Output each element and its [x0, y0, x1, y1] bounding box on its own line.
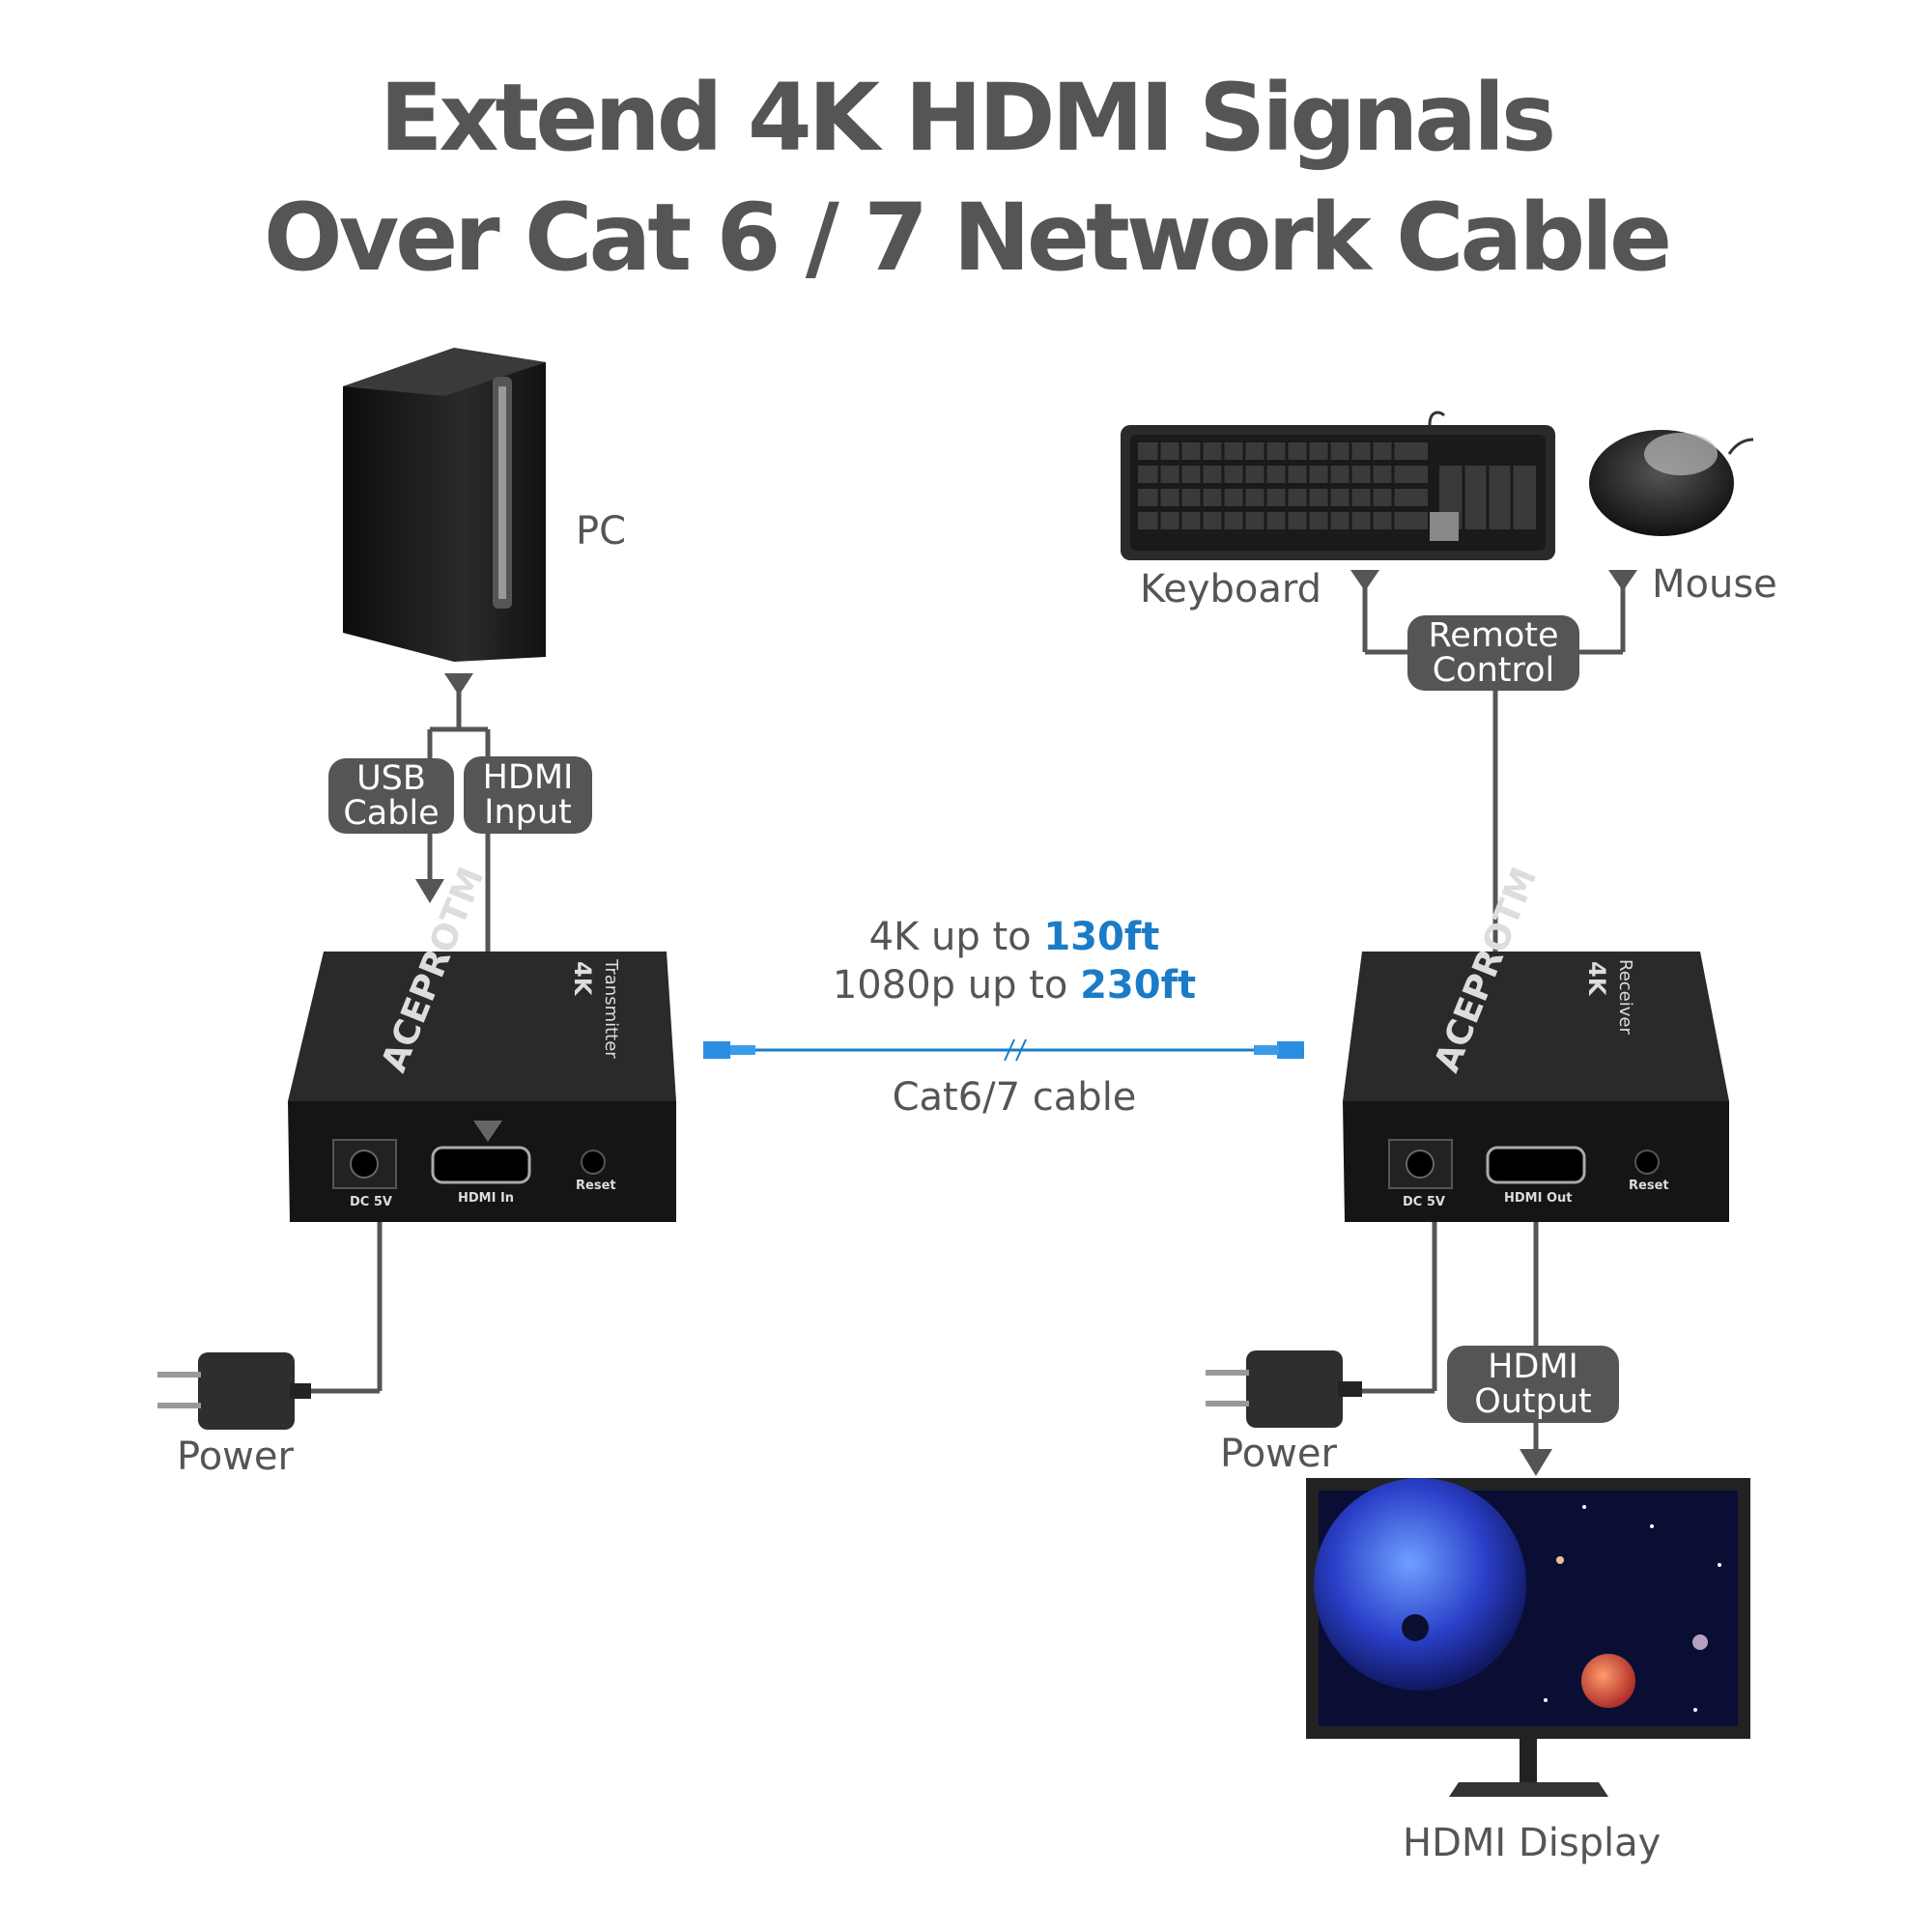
label-pc: PC	[576, 509, 627, 554]
pc-tower-image	[343, 348, 546, 662]
label-hdmi-display: HDMI Display	[1403, 1821, 1662, 1865]
power-adapter-left	[157, 1352, 311, 1430]
label-mouse: Mouse	[1652, 562, 1777, 607]
spec-1080p-value: 230ft	[1080, 963, 1197, 1008]
label-power-right: Power	[1220, 1432, 1337, 1476]
rx-port-dc: DC 5V	[1403, 1195, 1445, 1209]
pill-remote-line1: Remote	[1428, 616, 1559, 655]
pill-usb-line1: USB	[356, 759, 426, 798]
spec-1080p: 1080p up to 230ft	[763, 963, 1265, 1008]
pill-usb-line2: Cable	[343, 794, 440, 833]
cat6-cable	[703, 1038, 1304, 1062]
pill-hdmi-input-line2: Input	[484, 793, 572, 832]
rx-port-hdmi: HDMI Out	[1504, 1191, 1573, 1206]
pill-hdmi-output-line1: HDMI	[1488, 1348, 1578, 1386]
pill-hdmi-output-line2: Output	[1474, 1382, 1592, 1421]
pill-hdmi-input-line1: HDMI	[482, 758, 574, 797]
transmitter-device: ACEPROTM 4K Transmitter	[288, 862, 676, 1222]
transmitter-res: 4K	[569, 961, 596, 997]
pill-usb-cable: USB Cable	[328, 758, 454, 834]
arrow-mouse	[1608, 570, 1637, 591]
spec-4k-value: 130ft	[1043, 915, 1160, 959]
arrow-pc	[444, 673, 473, 696]
keyboard-image	[1121, 411, 1555, 560]
spec-1080p-prefix: 1080p up to	[832, 963, 1081, 1008]
tx-port-reset: Reset	[576, 1179, 616, 1193]
label-power-left: Power	[177, 1435, 294, 1479]
transmitter-model: Transmitter	[601, 958, 621, 1059]
hdmi-monitor	[1306, 1478, 1750, 1797]
pill-remote-line2: Control	[1432, 651, 1555, 690]
rx-port-reset: Reset	[1629, 1179, 1669, 1193]
receiver-model: Receiver	[1615, 959, 1635, 1035]
power-adapter-right	[1206, 1350, 1362, 1428]
mouse-image	[1589, 430, 1754, 536]
title-line-1: Extend 4K HDMI Signals	[379, 64, 1556, 172]
spec-4k-prefix: 4K up to	[868, 915, 1044, 959]
spec-4k: 4K up to 130ft	[763, 915, 1265, 959]
pill-hdmi-input: HDMI Input	[464, 756, 592, 834]
title-line-2: Over Cat 6 / 7 Network Cable	[263, 184, 1672, 292]
pill-remote-control: Remote Control	[1407, 615, 1579, 691]
receiver-res: 4K	[1583, 961, 1610, 997]
spec-cable: Cat6/7 cable	[892, 1075, 1137, 1120]
tx-port-hdmi: HDMI In	[458, 1191, 515, 1206]
label-keyboard: Keyboard	[1140, 567, 1322, 611]
arrow-usb	[415, 879, 444, 903]
tx-port-dc: DC 5V	[350, 1195, 392, 1209]
arrow-keyboard	[1350, 570, 1379, 591]
arrow-display	[1520, 1449, 1552, 1476]
receiver-device: ACEPROTM 4K Receiver	[1343, 862, 1729, 1222]
pill-hdmi-output: HDMI Output	[1447, 1346, 1619, 1423]
